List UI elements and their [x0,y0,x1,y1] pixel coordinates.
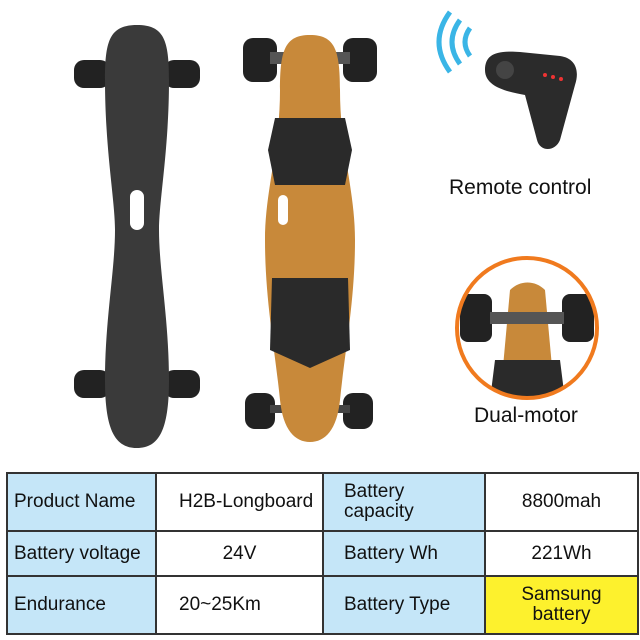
spec-label: Battery Type [322,575,486,635]
longboard-top-view [74,25,200,448]
longboard-bottom-view [243,35,377,442]
spec-label: Endurance [6,575,157,635]
table-row: Endurance 20~25Km Battery Type Samsung b… [6,575,639,635]
spec-value: H2B-Longboard [155,472,324,532]
spec-value: 221Wh [484,530,639,577]
dual-motor-caption: Dual-motor [474,404,578,427]
table-row: Product Name H2B-Longboard Battery capac… [6,472,639,532]
product-illustration [74,10,599,448]
spec-value: 24V [155,530,324,577]
dual-motor-image [455,256,599,400]
spec-label: Battery Wh [322,530,486,577]
spec-table: Product Name H2B-Longboard Battery capac… [6,472,639,635]
spec-label: Product Name [6,472,157,532]
spec-label: Battery voltage [6,530,157,577]
remote-control-caption: Remote control [449,176,592,199]
spec-value: 20~25Km [155,575,324,635]
remote-control-image [436,10,577,149]
table-row: Battery voltage 24V Battery Wh 221Wh [6,530,639,577]
spec-value-highlight: Samsung battery [484,575,639,635]
spec-value: 8800mah [484,472,639,532]
spec-label: Battery capacity [322,472,486,532]
